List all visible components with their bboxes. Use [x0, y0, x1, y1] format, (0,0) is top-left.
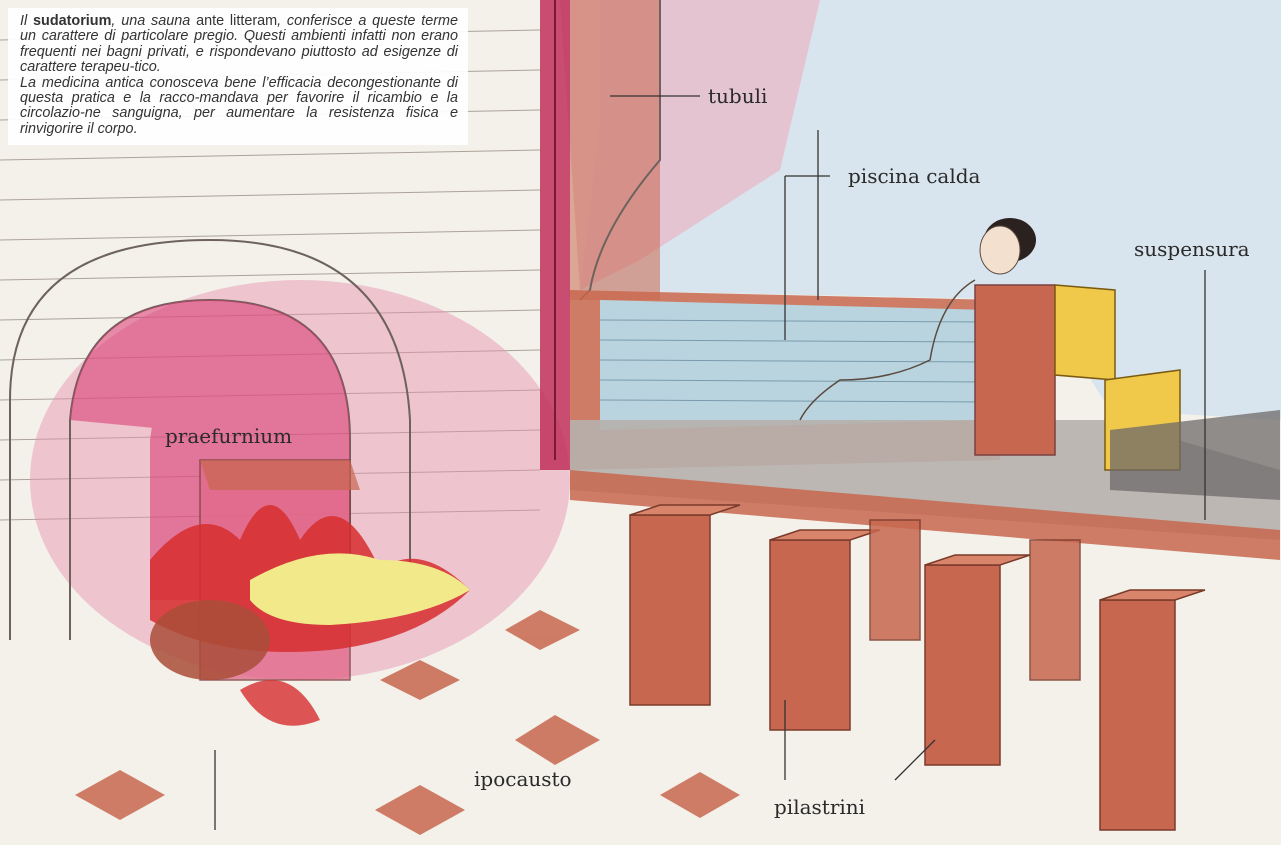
label-pilastrini: pilastrini: [774, 795, 865, 819]
label-suspensura: suspensura: [1134, 237, 1250, 261]
label-piscina-calda: piscina calda: [848, 164, 980, 188]
caption-sauna: , una sauna: [111, 13, 190, 29]
caption-term-sudatorium: sudatorium: [33, 13, 111, 29]
label-praefurnium: praefurnium: [165, 424, 292, 448]
caption-word-il: Il: [20, 13, 27, 29]
caption-box: Il sudatorium, una sauna ante litteram, …: [8, 8, 468, 145]
label-ipocausto: ipocausto: [474, 767, 572, 791]
label-tubuli: tubuli: [708, 84, 767, 108]
caption-paragraph-1: Il sudatorium, una sauna ante litteram, …: [20, 14, 458, 76]
caption-ante-litteram: ante litteram: [196, 13, 277, 29]
caption-paragraph-2: La medicina antica conosceva bene l’effi…: [20, 76, 458, 138]
